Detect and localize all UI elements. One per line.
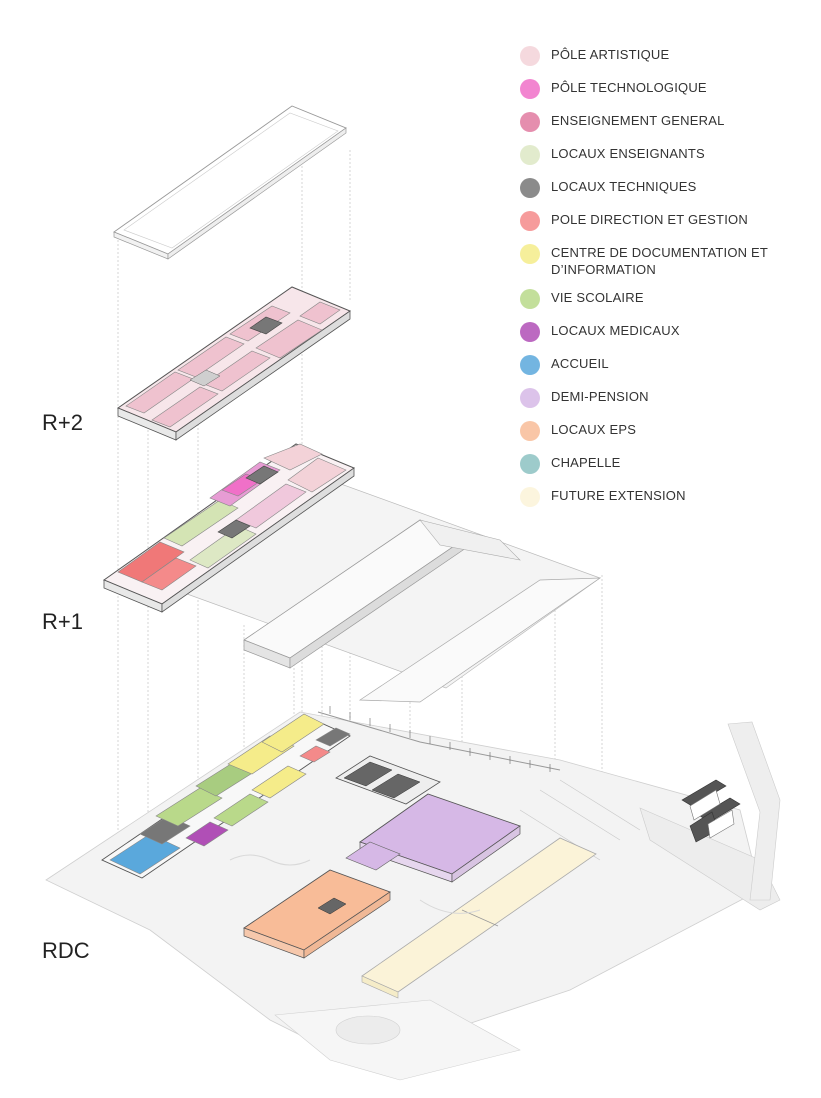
legend-item: LOCAUX MEDICAUX xyxy=(520,322,810,342)
legend-swatch xyxy=(520,178,540,198)
legend-label: DEMI-PENSION xyxy=(551,389,649,404)
legend-label: LOCAUX TECHNIQUES xyxy=(551,179,697,194)
legend-swatch xyxy=(520,244,540,264)
legend-item: PÔLE ARTISTIQUE xyxy=(520,46,810,66)
legend-item: FUTURE EXTENSION xyxy=(520,487,810,507)
legend-item: ACCUEIL xyxy=(520,355,810,375)
legend-item: VIE SCOLAIRE xyxy=(520,289,810,309)
legend-item: CHAPELLE xyxy=(520,454,810,474)
legend-item: PÔLE TECHNOLOGIQUE xyxy=(520,79,810,99)
legend-swatch xyxy=(520,289,540,309)
legend-swatch xyxy=(520,355,540,375)
legend-item: LOCAUX ENSEIGNANTS xyxy=(520,145,810,165)
legend-label: PÔLE TECHNOLOGIQUE xyxy=(551,80,707,95)
legend-swatch xyxy=(520,454,540,474)
legend-item: ENSEIGNEMENT GENERAL xyxy=(520,112,810,132)
legend-swatch xyxy=(520,112,540,132)
level-r1-plan xyxy=(102,443,602,703)
legend-swatch xyxy=(520,322,540,342)
legend-label: POLE DIRECTION ET GESTION xyxy=(551,212,748,227)
legend-swatch xyxy=(520,79,540,99)
legend-label: LOCAUX ENSEIGNANTS xyxy=(551,146,705,161)
legend-swatch xyxy=(520,46,540,66)
legend-item: POLE DIRECTION ET GESTION xyxy=(520,211,810,231)
legend-label: CHAPELLE xyxy=(551,455,621,470)
legend-label: LOCAUX MEDICAUX xyxy=(551,323,680,338)
legend-label: PÔLE ARTISTIQUE xyxy=(551,47,670,62)
roof-slab xyxy=(113,105,347,260)
level-label-rdc: RDC xyxy=(42,938,90,963)
legend-swatch xyxy=(520,211,540,231)
legend-label: ACCUEIL xyxy=(551,356,609,371)
legend-label: ENSEIGNEMENT GENERAL xyxy=(551,113,725,128)
legend-label: FUTURE EXTENSION xyxy=(551,488,686,503)
level-label-r1: R+1 xyxy=(42,609,83,634)
legend-item: CENTRE DE DOCUMENTATION ET D’INFORMATION xyxy=(520,244,810,278)
legend-swatch xyxy=(520,421,540,441)
legend-label: VIE SCOLAIRE xyxy=(551,290,644,305)
legend-label: CENTRE DE DOCUMENTATION ET D’INFORMATION xyxy=(551,245,768,277)
legend-item: LOCAUX TECHNIQUES xyxy=(520,178,810,198)
level-r2-plan xyxy=(116,286,352,441)
legend-item: LOCAUX EPS xyxy=(520,421,810,441)
legend-swatch xyxy=(520,145,540,165)
legend-item: DEMI-PENSION xyxy=(520,388,810,408)
level-rdc-plan xyxy=(45,706,781,1081)
legend-swatch xyxy=(520,487,540,507)
legend: PÔLE ARTISTIQUE PÔLE TECHNOLOGIQUE ENSEIGN… xyxy=(520,46,810,507)
legend-label: LOCAUX EPS xyxy=(551,422,637,437)
legend-swatch xyxy=(520,388,540,408)
level-label-r2: R+2 xyxy=(42,410,83,435)
